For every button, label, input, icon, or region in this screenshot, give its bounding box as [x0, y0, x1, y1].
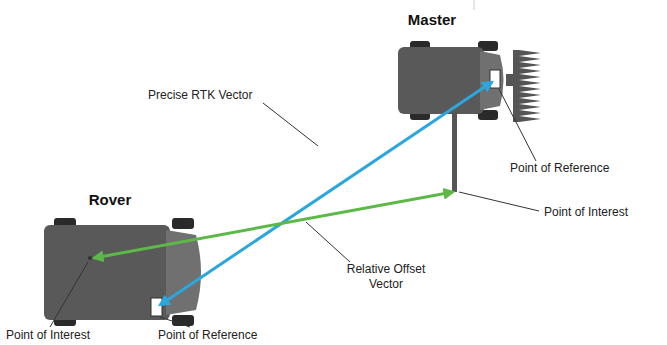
callout-label: Point of Reference — [508, 161, 611, 176]
tooth — [519, 68, 541, 74]
tooth — [519, 50, 541, 56]
wheel — [172, 218, 194, 229]
leader-lines — [50, 89, 539, 327]
leader-line — [306, 222, 350, 262]
leader-line — [499, 89, 536, 161]
tooth — [519, 56, 541, 62]
tooth — [519, 98, 541, 104]
leader-line — [160, 317, 190, 327]
interest-point — [88, 256, 92, 260]
callout-label: Relative Offset Vector — [334, 262, 438, 292]
tooth — [519, 110, 541, 116]
leader-line — [263, 103, 318, 146]
tooth — [519, 104, 541, 110]
callout-label: Precise RTK Vector — [146, 88, 254, 103]
tooth — [519, 62, 541, 68]
callout-label: Point of Reference — [156, 328, 259, 343]
reference-point — [151, 298, 162, 316]
offset-vector — [94, 192, 453, 258]
vehicle-title: Rover — [87, 191, 134, 209]
leader-line — [50, 262, 88, 327]
tooth — [519, 86, 541, 92]
leader-line — [459, 192, 539, 211]
rover-vehicle — [44, 218, 201, 326]
tooth — [519, 74, 541, 80]
vehicle-body — [398, 47, 484, 114]
callout-label: Point of Interest — [542, 205, 630, 220]
callout-label: Point of Interest — [4, 328, 92, 343]
tooth — [519, 116, 541, 122]
offset-pole — [452, 112, 457, 192]
tooth — [519, 80, 541, 86]
vehicle-cab — [480, 51, 504, 110]
tooth — [519, 92, 541, 98]
reference-point — [490, 70, 500, 88]
implement-bar — [513, 50, 519, 122]
hitch — [506, 74, 514, 86]
guide-line — [474, 0, 475, 10]
implement-teeth — [519, 50, 541, 122]
vehicle-title: Master — [406, 11, 458, 29]
